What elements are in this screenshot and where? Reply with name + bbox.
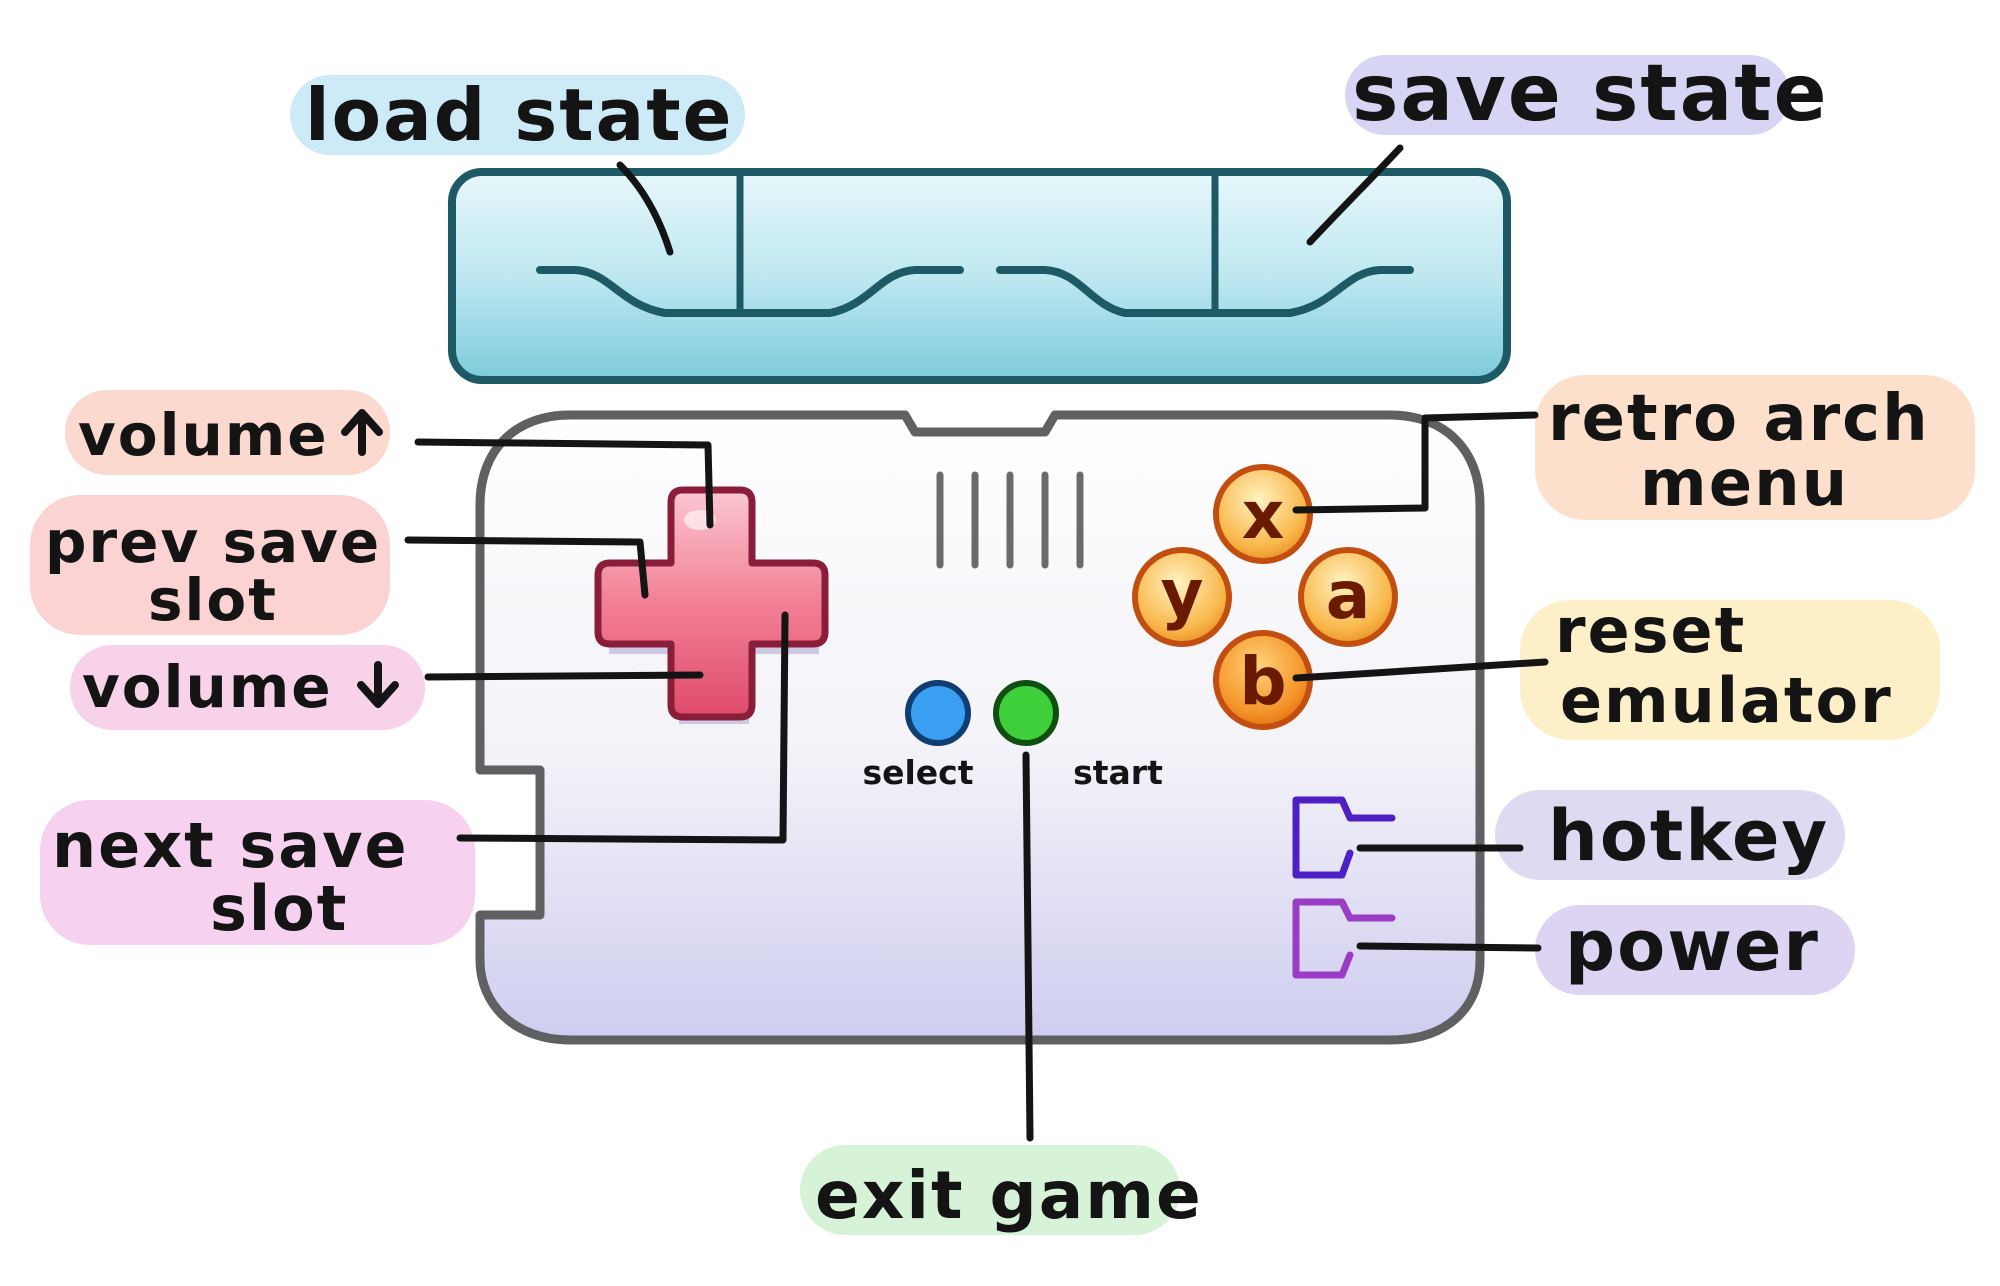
next-save-slot-highlight	[40, 800, 475, 945]
dpad-cross[interactable]	[594, 486, 829, 721]
power-highlight	[1535, 905, 1855, 995]
next-save-slot-label-line1: next save	[52, 809, 409, 882]
x-button-letter: x	[1242, 477, 1285, 554]
reset-emulator-label-line1: reset	[1555, 594, 1746, 667]
prev-save-slot-label-line1: prev save	[45, 508, 381, 576]
a-button[interactable]: a	[1298, 547, 1398, 647]
leader-lines	[404, 144, 1549, 1142]
next-save-slot-label-line2: slot	[210, 872, 348, 945]
exit-game-highlight	[800, 1145, 1180, 1235]
select-start-group: select start	[862, 680, 1163, 792]
y-button-letter: y	[1160, 555, 1203, 632]
x-button[interactable]: x	[1213, 464, 1313, 564]
shoulder-bar-body	[448, 168, 1511, 384]
face-buttons: x y a b	[1132, 464, 1398, 730]
prev-save-slot-label-line2: slot	[148, 566, 278, 634]
select-label: select	[862, 753, 973, 792]
save-state-leader	[1306, 144, 1404, 246]
volume-down-label: volume	[82, 653, 333, 721]
right-shoulder-button[interactable]	[996, 266, 1414, 317]
shoulder-bar	[448, 168, 1511, 384]
volume-down-highlight	[70, 645, 425, 730]
reset-emulator-label-line2: emulator	[1560, 664, 1893, 737]
power-switch[interactable]	[1292, 898, 1396, 979]
load-state-highlight	[290, 75, 745, 155]
start-button[interactable]	[993, 680, 1059, 746]
load-state-leader	[616, 161, 674, 256]
start-label: start	[1073, 753, 1163, 792]
save-state-label: save state	[1352, 49, 1829, 139]
hotkey-label: hotkey	[1548, 795, 1829, 877]
retroarch-menu-label-line2: menu	[1640, 447, 1849, 521]
exit-game-label: exit game	[815, 1157, 1203, 1234]
select-button[interactable]	[905, 680, 971, 746]
next-save-slot-leader	[456, 611, 789, 844]
hotkey-highlight	[1495, 790, 1845, 880]
side-switches	[1292, 796, 1396, 979]
volume-down-leader	[424, 671, 704, 681]
save-state-highlight	[1345, 55, 1790, 135]
volume-up-leader	[414, 438, 714, 529]
power-label: power	[1565, 905, 1820, 987]
reset-emulator-highlight	[1520, 600, 1940, 740]
retroarch-menu-leader	[1292, 411, 1539, 514]
load-state-label: load state	[305, 73, 733, 157]
arrow-down-icon	[357, 661, 399, 708]
volume-up-highlight	[65, 390, 390, 475]
prev-save-slot-highlight	[30, 495, 390, 635]
b-button[interactable]: b	[1213, 630, 1313, 730]
b-button-letter: b	[1239, 643, 1286, 720]
reset-emulator-leader	[1292, 658, 1549, 682]
retroarch-menu-highlight	[1535, 375, 1975, 520]
arrow-up-icon	[341, 409, 383, 456]
speaker-grille	[936, 471, 1084, 569]
a-button-letter: a	[1326, 557, 1371, 634]
retroarch-menu-label-line1: retro arch	[1548, 382, 1930, 456]
power-leader	[1356, 942, 1542, 952]
volume-up-label: volume	[78, 401, 329, 469]
hotkey-switch[interactable]	[1292, 796, 1396, 879]
exit-game-leader	[1022, 751, 1034, 1142]
label-highlights	[30, 55, 1975, 1235]
left-shoulder-button[interactable]	[536, 266, 964, 317]
y-button[interactable]: y	[1132, 547, 1232, 647]
prev-save-slot-leader	[404, 536, 649, 599]
labels: load state save state volume prev save s…	[45, 49, 1930, 1234]
